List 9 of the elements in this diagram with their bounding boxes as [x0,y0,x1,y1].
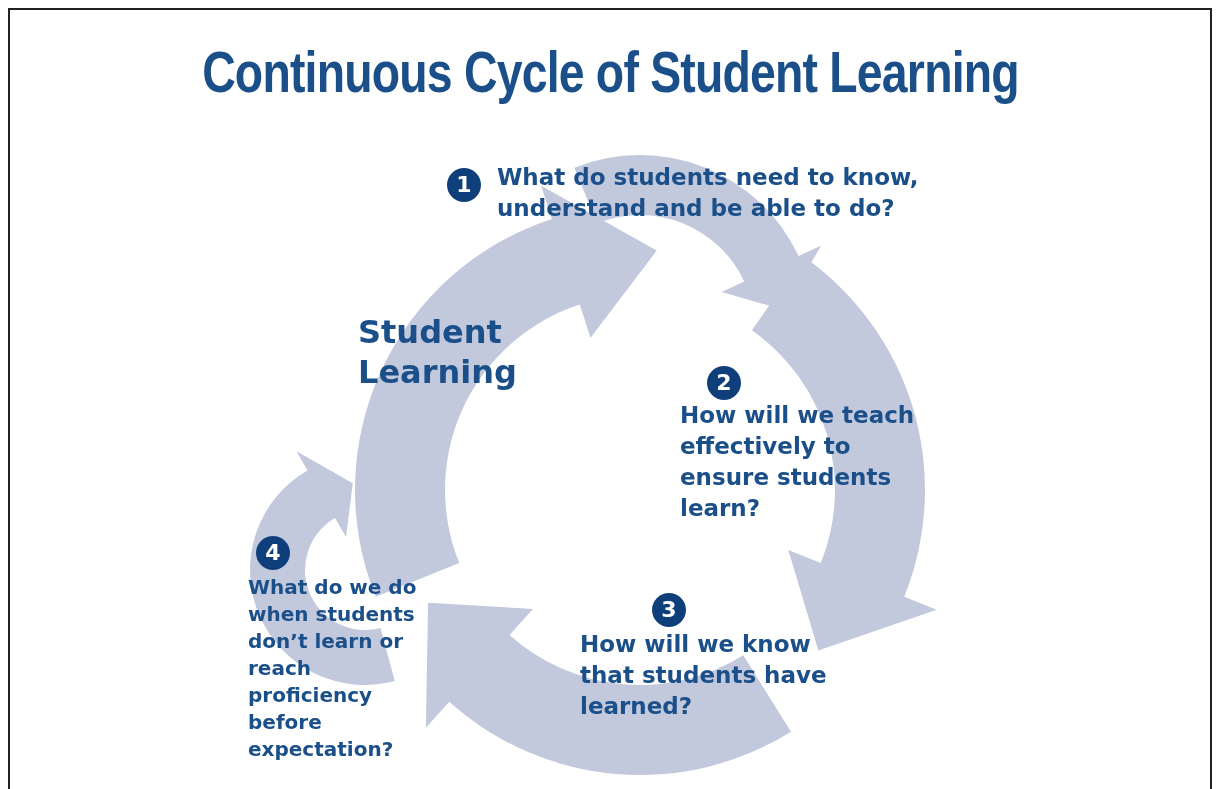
question-text: What do we do when students don’t learn or reach proficiency before expectation? [248,574,418,763]
question-text: How will we know that students have learned? [580,630,828,721]
step-number: 3 [652,593,686,627]
title: Continuous Cycle of Student Learning [201,38,1020,105]
step-number: 1 [447,168,481,202]
question-text: How will we teach effectively to ensure students learn? [680,401,916,523]
center-label: Student Learning [358,312,518,392]
step-number: 2 [707,366,741,400]
question-text: What do students need to know, understand and be able to do? [497,163,920,223]
